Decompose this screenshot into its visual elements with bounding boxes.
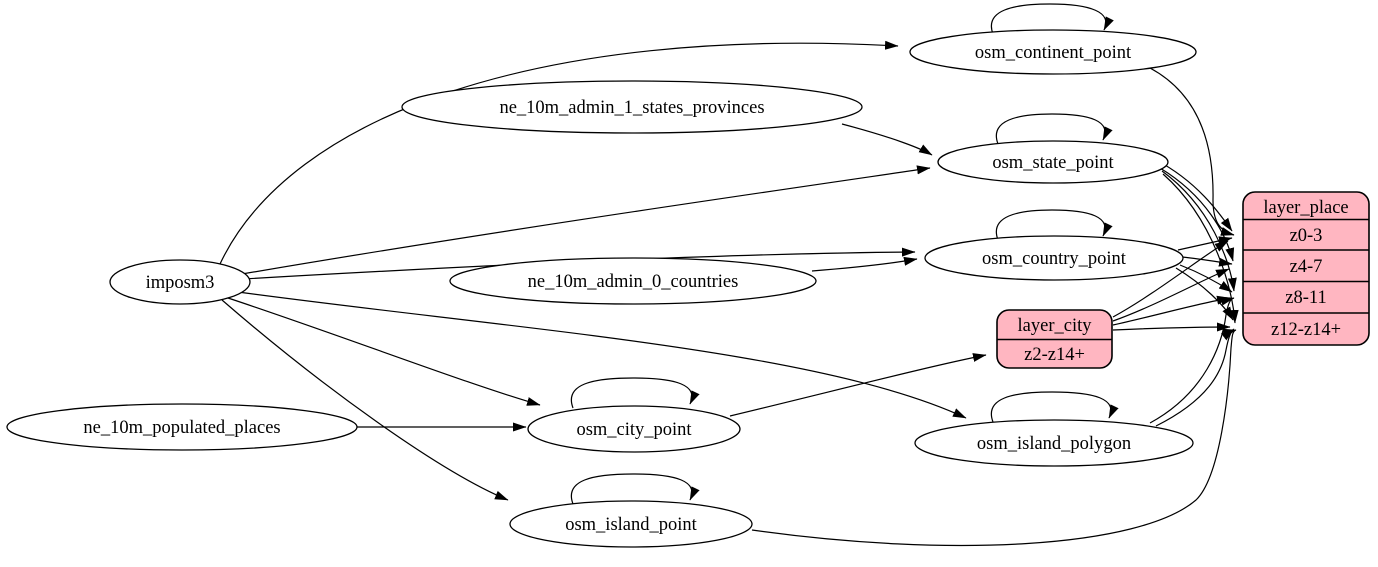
node-osm-country-point: osm_country_point: [924, 235, 1184, 281]
record-layer-place-row-z8-11: z8-11: [1285, 288, 1326, 308]
node-imposm3-label: imposm3: [146, 273, 215, 293]
self-loop-osm-city-point: [570, 377, 700, 409]
node-osm-island-polygon-shape: [914, 419, 1194, 467]
node-osm-island-point-label: osm_island_point: [565, 515, 697, 535]
edge-imposm3-osm-island-polygon: [237, 291, 967, 419]
node-osm-continent-point-shape: [909, 29, 1197, 75]
edge-layer-city-z0-3: [1112, 240, 1229, 318]
edge-country-z0-3: [1177, 236, 1233, 251]
node-osm-island-polygon: osm_island_polygon: [914, 419, 1194, 467]
edge-layer-city-z8-11: [1112, 295, 1231, 326]
edge-island-polygon-z8-11: [1149, 296, 1235, 424]
record-layer-place-shape: [1242, 191, 1370, 346]
edge-country-z8-11: [1179, 264, 1233, 293]
node-osm-island-point: osm_island_point: [509, 500, 753, 548]
node-imposm3: imposm3: [109, 259, 251, 305]
node-ne-10m-populated-places: ne_10m_populated_places: [6, 403, 358, 451]
node-imposm3-shape: [109, 259, 251, 305]
edge-island-point-z12-z14: [751, 328, 1237, 547]
edge-layer-city-z4-7: [1112, 268, 1230, 322]
self-loop-osm-island-polygon: [990, 391, 1119, 423]
self-loop-osm-state-point: [995, 113, 1113, 145]
node-osm-state-point: osm_state_point: [937, 140, 1169, 184]
edge-layer-city-z12-z14: [1112, 322, 1231, 332]
edge-country-z12-z14: [1175, 267, 1234, 321]
edge-layer: [219, 3, 1239, 547]
record-layer-place: layer_place z0-3 z4-7 z8-11 z12-z14+: [1242, 191, 1370, 346]
record-layer-place-title: layer_place: [1263, 198, 1348, 218]
node-admin1-label: ne_10m_admin_1_states_provinces: [499, 98, 764, 118]
edge-admin1-osm-state-point: [841, 123, 933, 156]
edge-imposm3-osm-state-point: [241, 165, 931, 275]
record-layer-place-row-z12-z14: z12-z14+: [1271, 320, 1341, 340]
record-layer-place-row-z4-7: z4-7: [1290, 257, 1323, 277]
node-osm-country-point-label: osm_country_point: [982, 249, 1127, 269]
record-layer-city: layer_city z2-z14+: [996, 309, 1113, 369]
self-loop-osm-island-point: [570, 473, 700, 505]
node-osm-state-point-label: osm_state_point: [992, 153, 1114, 173]
node-osm-state-point-shape: [937, 140, 1169, 184]
edge-city-point-layer-city: [729, 353, 987, 417]
edge-imposm3-osm-island-point: [221, 299, 509, 501]
node-osm-city-point: osm_city_point: [527, 405, 741, 453]
record-layer-place-row-z0-3: z0-3: [1290, 226, 1323, 246]
node-osm-island-point-shape: [509, 500, 753, 548]
edge-admin0-osm-country-point: [811, 256, 918, 272]
node-admin0-shape: [449, 257, 817, 305]
record-layer-city-row-z2-z14: z2-z14+: [1024, 345, 1085, 365]
node-osm-island-polygon-label: osm_island_polygon: [977, 434, 1131, 454]
edge-state-z0-3: [1155, 159, 1233, 232]
node-populated-places-shape: [6, 403, 358, 451]
edge-imposm3-osm-continent-point: [219, 40, 899, 265]
node-admin1-shape: [401, 80, 863, 134]
node-osm-country-point-shape: [924, 235, 1184, 281]
edge-state-z4-7: [1159, 167, 1235, 262]
node-ne-10m-admin-0-countries: ne_10m_admin_0_countries: [449, 257, 817, 305]
node-osm-continent-point: osm_continent_point: [909, 29, 1197, 75]
edge-country-z4-7: [1181, 256, 1233, 267]
node-osm-city-point-shape: [527, 405, 741, 453]
node-osm-city-point-label: osm_city_point: [576, 420, 692, 440]
record-layer-city-title: layer_city: [1018, 316, 1093, 336]
edge-continent-z0-3: [1149, 67, 1235, 236]
node-osm-continent-point-label: osm_continent_point: [975, 43, 1132, 63]
self-loop-osm-country-point: [995, 209, 1113, 241]
node-ne-10m-admin-1-states-provinces: ne_10m_admin_1_states_provinces: [401, 80, 863, 134]
edge-imposm3-osm-city-point: [227, 297, 541, 406]
node-populated-places-label: ne_10m_populated_places: [83, 418, 280, 438]
node-admin0-label: ne_10m_admin_0_countries: [528, 272, 739, 292]
edge-state-z12-z14: [1162, 173, 1239, 324]
edge-state-z8-11: [1161, 170, 1237, 292]
self-loop-osm-continent-point: [990, 3, 1114, 35]
